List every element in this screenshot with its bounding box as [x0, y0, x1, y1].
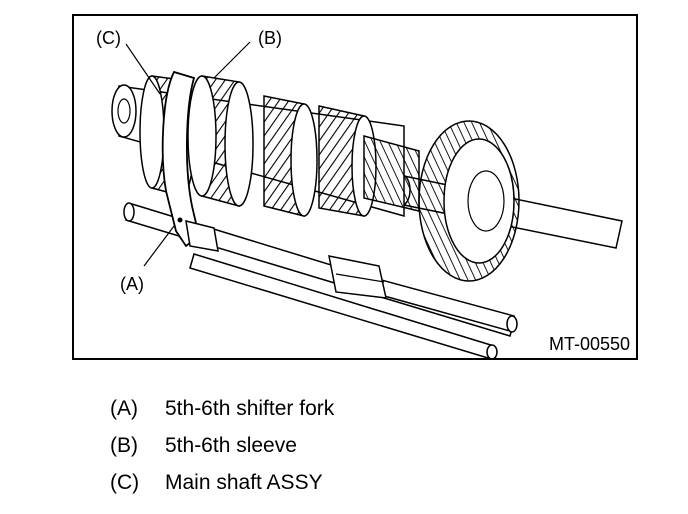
legend: (A) 5th-6th shifter fork (B) 5th-6th sle…: [110, 390, 334, 501]
figure-code: MT-00550: [548, 334, 630, 354]
leader-lines: [125, 41, 251, 267]
legend-key: (A): [110, 396, 138, 420]
legend-item: (B) 5th-6th sleeve: [110, 427, 334, 464]
counter-gear: [418, 120, 520, 282]
shifter-fork: [161, 70, 219, 252]
legend-text: Main shaft ASSY: [165, 470, 323, 494]
shift-rails: [123, 202, 518, 358]
legend-text: 5th-6th shifter fork: [165, 396, 335, 420]
legend-item: (C) Main shaft ASSY: [110, 464, 334, 501]
figure-frame: (C) (B) (A) MT-00550: [72, 14, 638, 360]
callout-a: (A): [120, 274, 144, 294]
callout-b: (B): [258, 28, 282, 48]
legend-text: 5th-6th sleeve: [165, 433, 297, 457]
legend-item: (A) 5th-6th shifter fork: [110, 390, 334, 427]
callout-c: (C): [96, 28, 121, 48]
main-shaft-gears: [111, 75, 420, 217]
legend-key: (C): [110, 470, 140, 494]
transmission-drawing: [111, 41, 623, 358]
legend-key: (B): [110, 433, 138, 457]
